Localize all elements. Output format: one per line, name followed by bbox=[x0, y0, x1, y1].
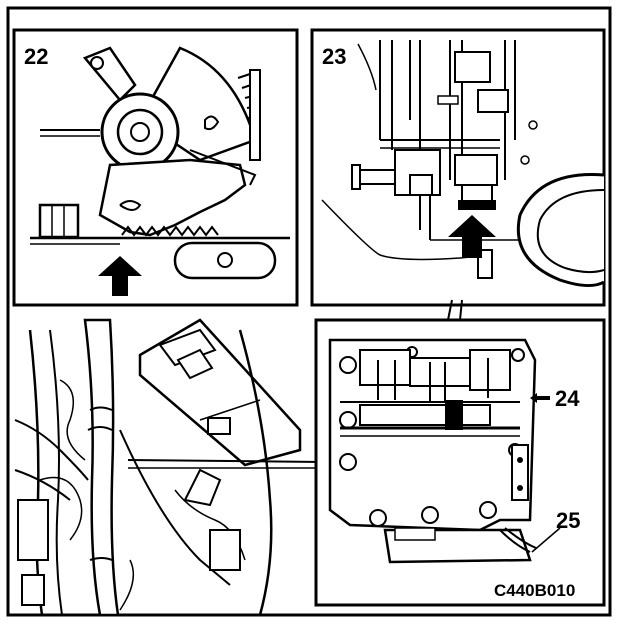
figure-code: C440B010 bbox=[494, 581, 575, 600]
panel-23: 23 bbox=[310, 28, 606, 321]
arrow-up-icon bbox=[98, 256, 142, 296]
panel-22-number: 22 bbox=[24, 44, 48, 69]
panel-22: 22 bbox=[12, 28, 299, 307]
engine-bay-view bbox=[14, 318, 323, 617]
arrow-left-icon bbox=[530, 393, 550, 403]
callout-25: 25 bbox=[556, 508, 580, 533]
arrow-up-icon bbox=[448, 215, 496, 258]
panel-24: 24 25 C440B010 bbox=[314, 318, 606, 607]
callout-24: 24 bbox=[555, 386, 580, 411]
panel-23-number: 23 bbox=[322, 44, 346, 69]
